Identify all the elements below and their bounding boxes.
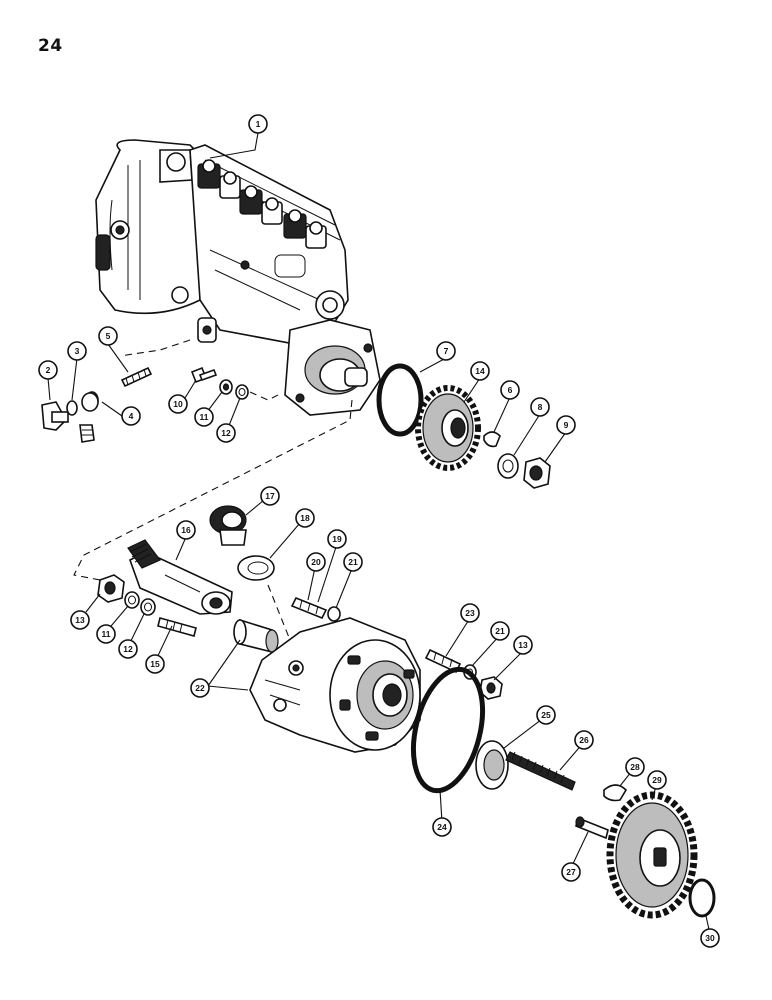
gear-29 <box>606 791 698 919</box>
svg-text:22: 22 <box>195 683 205 693</box>
callout-12-upper: 12 <box>216 423 236 443</box>
nut-13-left <box>97 574 125 603</box>
callout-11-upper: 11 <box>194 407 214 427</box>
svg-text:2: 2 <box>46 365 51 375</box>
callout-14: 14 <box>470 361 490 381</box>
svg-text:23: 23 <box>465 608 475 618</box>
svg-text:4: 4 <box>129 411 134 421</box>
bushing-22 <box>233 618 279 654</box>
svg-text:25: 25 <box>541 710 551 720</box>
callout-23: 23 <box>460 603 480 623</box>
svg-text:3: 3 <box>75 346 80 356</box>
washer-8 <box>497 453 519 479</box>
svg-text:30: 30 <box>705 933 715 943</box>
callout-24: 24 <box>432 817 452 837</box>
injection-pump-body <box>95 139 381 416</box>
washer-21-upper <box>327 606 341 622</box>
svg-text:17: 17 <box>265 491 275 501</box>
spring-26 <box>505 751 576 791</box>
callout-25: 25 <box>536 705 556 725</box>
gear-14 <box>415 385 481 471</box>
callout-30: 30 <box>700 928 720 948</box>
delivery-valve-holders <box>197 159 327 249</box>
callout-3: 3 <box>67 341 87 361</box>
seal-25 <box>475 740 509 790</box>
key-6 <box>483 431 501 448</box>
stud-20 <box>290 596 328 620</box>
callout-19: 19 <box>327 529 347 549</box>
svg-text:18: 18 <box>300 513 310 523</box>
callout-1: 1 <box>248 114 268 134</box>
svg-text:13: 13 <box>75 615 85 625</box>
svg-text:20: 20 <box>311 557 321 567</box>
pump-housing-22 <box>249 617 421 753</box>
svg-text:6: 6 <box>508 385 513 395</box>
svg-text:11: 11 <box>200 412 209 422</box>
page-number: 24 <box>38 36 63 56</box>
svg-text:24: 24 <box>437 822 447 832</box>
callout-26: 26 <box>574 730 594 750</box>
callout-27: 27 <box>561 862 581 882</box>
callout-11-lower: 11 <box>96 624 116 644</box>
o-ring-24 <box>411 666 485 794</box>
bolt-washers-10-12 <box>190 366 249 400</box>
svg-text:1: 1 <box>256 119 261 129</box>
svg-text:10: 10 <box>173 399 183 409</box>
washer-11-lower <box>124 591 140 609</box>
stud-15 <box>157 617 197 637</box>
callout-2: 2 <box>38 360 58 380</box>
svg-text:16: 16 <box>181 525 191 535</box>
callout-4: 4 <box>121 406 141 426</box>
callout-5: 5 <box>98 326 118 346</box>
svg-text:21: 21 <box>495 626 505 636</box>
svg-text:26: 26 <box>579 735 589 745</box>
svg-text:7: 7 <box>444 346 449 356</box>
svg-text:13: 13 <box>518 640 528 650</box>
callout-22: 22 <box>190 678 210 698</box>
svg-text:21: 21 <box>348 557 358 567</box>
key-28 <box>603 784 628 802</box>
svg-text:11: 11 <box>102 629 111 639</box>
svg-text:29: 29 <box>652 775 662 785</box>
callout-29: 29 <box>647 770 667 790</box>
callout-20: 20 <box>306 552 326 572</box>
assembly-connector-lines <box>73 339 353 641</box>
callout-16: 16 <box>176 520 196 540</box>
svg-text:15: 15 <box>150 659 160 669</box>
svg-text:9: 9 <box>564 420 569 430</box>
seal-18 <box>237 555 275 581</box>
callout-21-upper: 21 <box>343 552 363 572</box>
svg-text:28: 28 <box>630 762 640 772</box>
svg-text:19: 19 <box>332 534 342 544</box>
svg-text:27: 27 <box>566 867 576 877</box>
nut-9 <box>523 457 551 489</box>
callout-15: 15 <box>145 654 165 674</box>
drive-shaft-16 <box>127 539 233 615</box>
snap-ring-30 <box>688 878 716 918</box>
callout-13-left: 13 <box>70 610 90 630</box>
callout-28: 28 <box>625 757 645 777</box>
svg-text:12: 12 <box>123 644 133 654</box>
callout-8: 8 <box>530 397 550 417</box>
callout-9: 9 <box>556 415 576 435</box>
callout-6: 6 <box>500 380 520 400</box>
callout-10: 10 <box>168 394 188 414</box>
washer-12-lower <box>140 598 156 616</box>
callout-21-lower: 21 <box>490 621 510 641</box>
fitting-parts-2-5 <box>41 366 153 443</box>
pin-27 <box>575 816 609 840</box>
callout-18: 18 <box>295 508 315 528</box>
callout-17: 17 <box>260 486 280 506</box>
svg-text:5: 5 <box>106 331 111 341</box>
o-ring-7 <box>376 363 424 437</box>
callout-7: 7 <box>436 341 456 361</box>
callout-12-lower: 12 <box>118 639 138 659</box>
svg-text:14: 14 <box>475 366 485 376</box>
callout-13-right: 13 <box>513 635 533 655</box>
svg-text:12: 12 <box>221 428 231 438</box>
svg-text:8: 8 <box>538 402 543 412</box>
plug-17 <box>209 505 247 546</box>
